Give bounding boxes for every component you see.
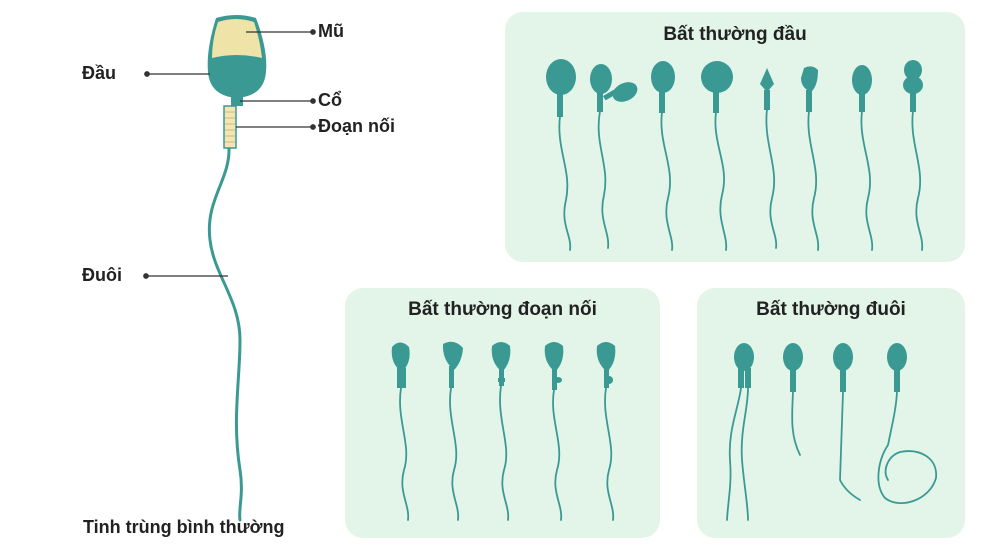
sperm-mid-abn-2	[442, 341, 463, 388]
label-tail: Đuôi	[82, 265, 122, 285]
head-abnormal-sperms	[546, 59, 923, 117]
normal-sperm-neck	[231, 96, 243, 106]
normal-sperm-tail	[207, 146, 243, 522]
panel-title-midpiece-abnormal: Bất thường đoạn nối	[408, 299, 597, 320]
sperm-mid-abn-3	[491, 342, 511, 386]
sperm-mid-abn-1	[391, 342, 410, 388]
sperm-mid-abn-5	[596, 342, 616, 388]
panel-tail-abnormal: Bất thường đuôi	[697, 288, 965, 538]
label-head: Đầu	[82, 63, 117, 83]
midpiece-abnormal-sperms	[391, 341, 616, 390]
sperm-tail-abn-2	[783, 343, 803, 392]
label-leaders	[143, 29, 316, 279]
sperm-head-abn-4	[701, 61, 733, 113]
sperm-mid-abn-4	[544, 342, 564, 390]
panel-title-tail-abnormal: Bất thường đuôi	[756, 299, 906, 320]
sperm-tail-abn-1	[734, 343, 754, 388]
label-midpiece: Đoạn nối	[318, 116, 395, 136]
normal-sperm	[207, 146, 243, 522]
sperm-head-abn-7	[852, 65, 872, 112]
normal-sperm-caption: Tinh trùng bình thường	[83, 517, 285, 537]
tail-abnormal-sperms	[734, 343, 907, 392]
sperm-head-abn-6	[801, 66, 818, 112]
normal-sperm-parts	[207, 15, 267, 149]
label-neck: Cổ	[318, 90, 342, 110]
panel-title-head-abnormal: Bất thường đầu	[663, 24, 807, 45]
sperm-head-abn-2	[590, 64, 638, 112]
sperm-head-abn-3	[651, 61, 675, 113]
sperm-head-abn-1	[546, 59, 576, 117]
panel-midpiece-abnormal: Bất thường đoạn nối	[345, 288, 660, 538]
sperm-head-abn-5	[760, 68, 774, 110]
sperm-tail-abn-4	[887, 343, 907, 392]
normal-sperm-acrosome	[212, 19, 262, 58]
label-acrosome: Mũ	[318, 21, 344, 41]
sperm-tail-abn-3	[833, 343, 853, 392]
panel-head-abnormal: Bất thường đầu	[505, 12, 965, 262]
sperm-head-abn-8	[903, 60, 923, 112]
